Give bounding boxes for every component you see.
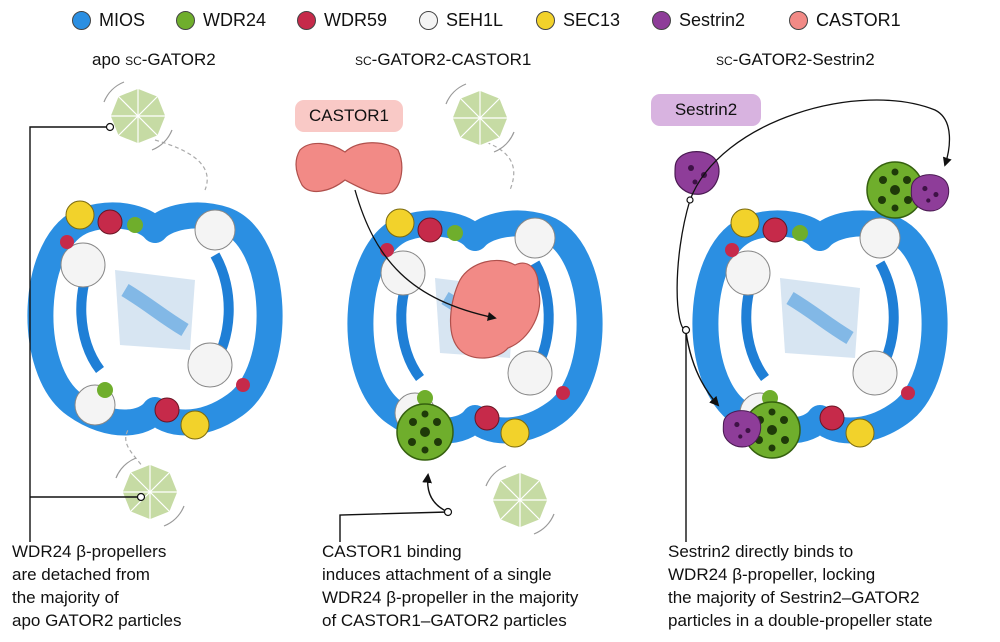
callout-line-castor1 xyxy=(339,511,449,542)
caption-line: are detached from xyxy=(12,565,150,584)
legend-swatch-mios xyxy=(72,10,91,30)
title-sc: sc xyxy=(125,50,142,69)
legend-item-seh1l: SEH1L xyxy=(419,6,503,34)
caption-line: the majority of Sestrin2–GATOR2 xyxy=(668,588,920,607)
caption-line: the majority of xyxy=(12,588,119,607)
legend-label: WDR59 xyxy=(324,9,388,30)
legend-item-sestrin2: Sestrin2 xyxy=(652,6,745,34)
legend-item-wdr24: WDR24 xyxy=(176,6,266,34)
legend-label: Sestrin2 xyxy=(679,9,746,30)
tether-bottom-apo xyxy=(125,429,146,471)
caption-sestrin2: Sestrin2 directly binds to WDR24 β-prope… xyxy=(668,540,933,632)
legend-label: SEH1L xyxy=(446,9,504,30)
detached-propeller-top-apo xyxy=(103,81,173,151)
sestrin2-bound-top xyxy=(910,174,950,212)
sestrin2-bound-bottom xyxy=(722,410,762,448)
detached-propeller-top-castor1 xyxy=(445,83,515,153)
callout-dot-castor1 xyxy=(443,507,453,517)
legend-swatch-sec13 xyxy=(536,10,555,30)
caption-line: WDR24 β-propellers xyxy=(12,542,167,561)
castor1-arrow xyxy=(354,189,497,321)
callout-dot-apo-top xyxy=(105,122,115,132)
panel-title-apo: apo sc-GATOR2 xyxy=(92,50,216,70)
castor1-free-shape xyxy=(295,142,403,195)
sestrin2-arrow-bottom-2 xyxy=(685,331,720,407)
caption-castor1: CASTOR1 binding induces attachment of a … xyxy=(322,540,578,632)
attach-arrow-castor1 xyxy=(422,473,449,513)
callout-line-apo xyxy=(29,126,110,542)
legend-item-wdr59: WDR59 xyxy=(297,6,387,34)
title-suffix: -GATOR2-Sestrin2 xyxy=(732,50,875,69)
callout-dot-sestrin2 xyxy=(681,325,691,335)
legend-label: WDR24 xyxy=(203,9,267,30)
caption-line: apo GATOR2 particles xyxy=(12,611,182,630)
tether-top-apo xyxy=(154,139,208,191)
sestrin2-arrow-top xyxy=(689,99,952,201)
caption-line: of CASTOR1–GATOR2 particles xyxy=(322,611,567,630)
sestrin2-arrow-bottom xyxy=(676,199,691,331)
legend-item-mios: MIOS xyxy=(72,6,145,34)
legend-swatch-wdr24 xyxy=(176,10,195,30)
title-prefix: apo xyxy=(92,50,126,69)
callout-dot-apo-bottom xyxy=(136,492,146,502)
caption-line: induces attachment of a single xyxy=(322,565,552,584)
castor1-tag: CASTOR1 xyxy=(295,100,403,132)
castor1-bound-shape xyxy=(449,259,541,359)
caption-line: CASTOR1 binding xyxy=(322,542,462,561)
detached-propeller-bottom-castor1 xyxy=(485,465,555,535)
sestrin2-free xyxy=(674,150,720,195)
attached-propeller-castor1 xyxy=(396,403,454,461)
complex-apo xyxy=(40,201,269,439)
detached-propeller-bottom-apo xyxy=(115,457,185,527)
panel-title-castor1: sc-GATOR2-CASTOR1 xyxy=(355,50,531,70)
title-sc: sc xyxy=(355,50,372,69)
title-suffix: -GATOR2-CASTOR1 xyxy=(371,50,532,69)
title-suffix: -GATOR2 xyxy=(141,50,216,69)
legend-label: MIOS xyxy=(99,9,146,30)
tether-top-castor1 xyxy=(479,139,515,191)
panel-title-sestrin2: sc-GATOR2-Sestrin2 xyxy=(716,50,875,70)
legend-swatch-sestrin2 xyxy=(652,10,671,30)
caption-line: WDR24 β-propeller, locking xyxy=(668,565,876,584)
callout-dot-sestrin2-top xyxy=(686,196,694,204)
legend-swatch-wdr59 xyxy=(297,10,316,30)
caption-line: Sestrin2 directly binds to xyxy=(668,542,854,561)
caption-line: particles in a double-propeller state xyxy=(668,611,933,630)
legend-label: SEC13 xyxy=(563,9,621,30)
legend-swatch-castor1 xyxy=(789,10,808,30)
legend-item-sec13: SEC13 xyxy=(536,6,620,34)
legend: MIOS WDR24 WDR59 SEH1L SEC13 Sestrin2 CA… xyxy=(0,6,1000,36)
legend-item-castor1: CASTOR1 xyxy=(789,6,901,34)
caption-apo: WDR24 β-propellers are detached from the… xyxy=(12,540,181,632)
caption-line: WDR24 β-propeller in the majority xyxy=(322,588,579,607)
title-sc: sc xyxy=(716,50,733,69)
sestrin2-tag: Sestrin2 xyxy=(651,94,761,126)
legend-label: CASTOR1 xyxy=(816,9,901,30)
legend-swatch-seh1l xyxy=(419,10,438,30)
